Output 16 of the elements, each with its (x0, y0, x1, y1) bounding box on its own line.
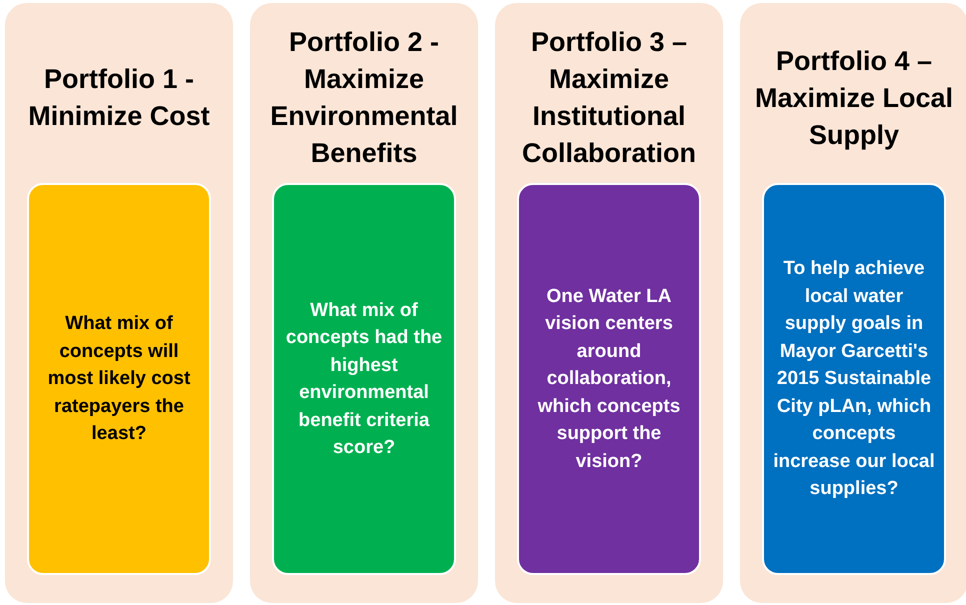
portfolio-title: Portfolio 3 – Maximize Institutional Collaboration (521, 26, 697, 170)
portfolio-title: Portfolio 2 - Maximize Environmental Benefits (269, 26, 459, 170)
question-box (272, 183, 456, 575)
question-text: What mix of concepts had the highest environmental benefit criteria score? (284, 298, 444, 460)
portfolio-card (740, 3, 966, 603)
portfolio-title: Portfolio 1 - Minimize Cost (27, 63, 211, 133)
question-box (762, 183, 946, 575)
question-box (517, 183, 701, 575)
question-text: To help achieve local water supply goals in Mayor Garcetti's 2015 Sustainable City pLAn, which concepts increase our local supplies? (772, 257, 936, 502)
portfolio-title: Portfolio 4 – Maximize Local Supply (754, 44, 954, 152)
question-text: One Water LA vision centers around collaboration, which concepts support the vision? (536, 284, 682, 474)
portfolio-card (495, 3, 723, 603)
question-box (27, 183, 211, 575)
portfolio-card (5, 3, 233, 603)
portfolio-card (250, 3, 478, 603)
question-text: What mix of concepts will most likely cost ratepayers the least? (46, 312, 192, 446)
